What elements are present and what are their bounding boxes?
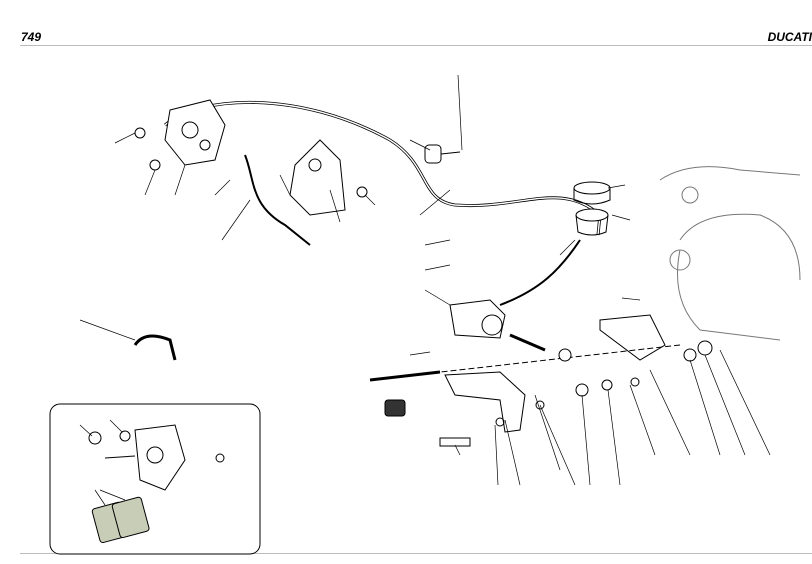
hose-clamp bbox=[424, 144, 461, 164]
sensor-cable bbox=[244, 154, 311, 246]
leader-lines bbox=[79, 74, 771, 486]
fluid-reservoir bbox=[573, 181, 611, 236]
hose-guide bbox=[133, 334, 177, 361]
brake-hose bbox=[164, 100, 602, 236]
engine-case-outline bbox=[659, 166, 801, 341]
rod bbox=[509, 333, 546, 352]
header-rule bbox=[20, 45, 812, 46]
brake-pedal bbox=[384, 371, 526, 433]
footer-rule bbox=[20, 553, 812, 554]
page-model-title: 749 bbox=[21, 30, 42, 44]
reservoir-hose bbox=[499, 239, 581, 306]
brake-caliper bbox=[134, 99, 226, 171]
brand-title: DUCATI bbox=[767, 30, 812, 44]
master-cylinder bbox=[449, 299, 506, 339]
pedal-bracket bbox=[599, 314, 666, 361]
pedal-axis-line bbox=[369, 344, 681, 381]
inset-caliper-detail bbox=[49, 403, 261, 555]
fasteners bbox=[439, 340, 713, 447]
caliper-bracket bbox=[289, 139, 346, 216]
